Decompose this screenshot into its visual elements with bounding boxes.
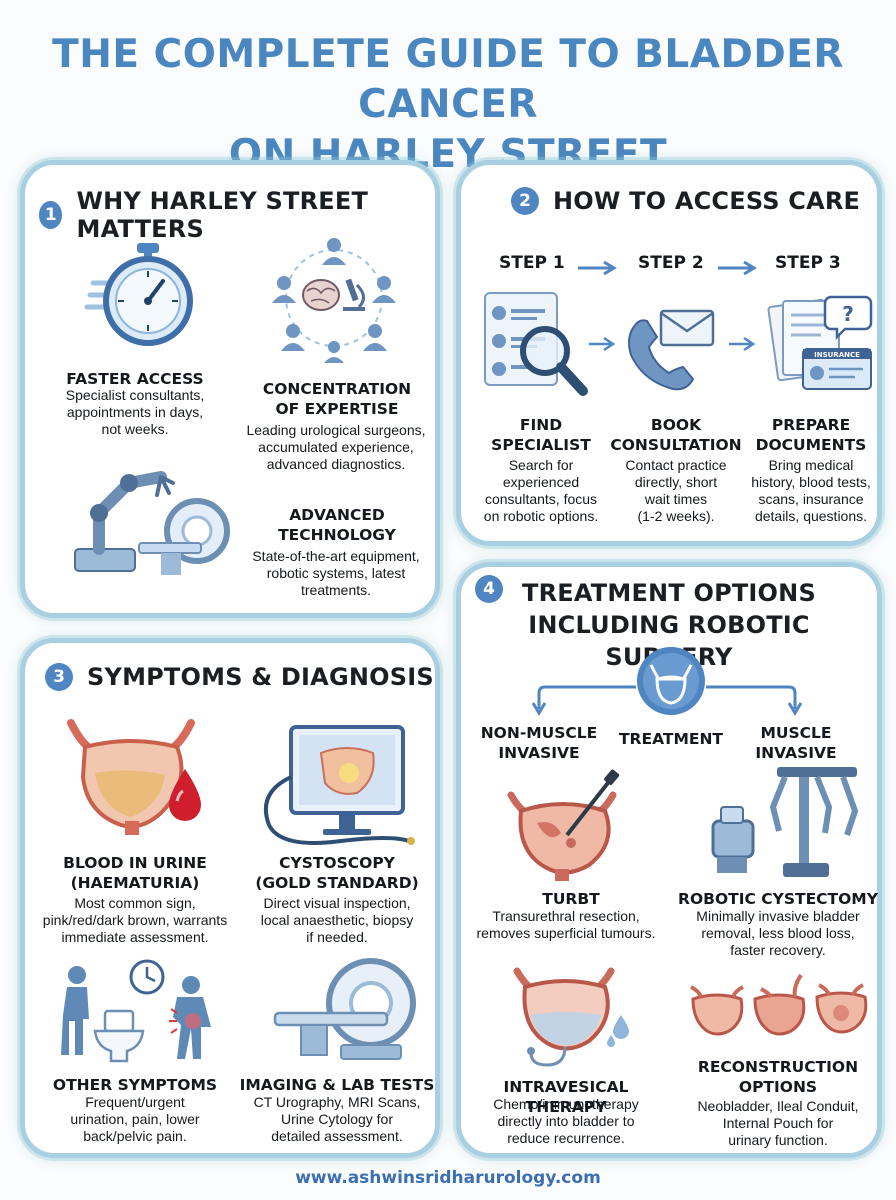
page-title: THE COMPLETE GUIDE TO BLADDER CANCER ON … [0, 30, 896, 180]
why-item-3-label: ADVANCED TECHNOLOGY [278, 506, 396, 544]
cystoscope-monitor-icon [263, 725, 415, 845]
section-header: 3 SYMPTOMS & DIAGNOSIS [45, 663, 434, 691]
treatment-branch-arrows [531, 647, 803, 716]
symptom-item-2-label: CYSTOSCOPY (GOLD STANDARD) [255, 854, 419, 892]
symptom-item-4-label: IMAGING & LAB TESTS [239, 1076, 435, 1094]
reconstruction-bladders-icon [690, 973, 868, 1036]
why-item-1-label: FASTER ACCESS [66, 370, 204, 388]
why-item-2-desc: Leading urological surgeons, accumulated… [246, 422, 426, 472]
section-treatment-options: 4 TREATMENT OPTIONS INCLUDING ROBOTIC SU… [456, 562, 882, 1158]
access-item-2-desc: Contact practice directly, short wait ti… [625, 457, 727, 524]
why-item-1-desc: Specialist consultants, appointments in … [65, 387, 205, 437]
access-item-3-label: PREPARE DOCUMENTS [755, 416, 867, 454]
treatment-item-3-desc: Chemo/immunotherapy directly into bladde… [493, 1096, 639, 1146]
symptom-item-1-desc: Most common sign, pink/red/dark brown, w… [42, 895, 228, 945]
section-symptoms-diagnosis: 3 SYMPTOMS & DIAGNOSIS BLOOD IN URINE (H… [20, 638, 440, 1158]
step-2-label: STEP 2 [638, 253, 704, 273]
treatment-item-1-label: TURBT [542, 890, 600, 908]
treatment-item-1-desc: Transurethral resection, removes superfi… [476, 908, 656, 941]
branch-muscle-invasive: MUSCLE INVASIVE [755, 724, 837, 762]
section-header: 1 WHY HARLEY STREET MATTERS [39, 187, 435, 243]
section-number-badge: 2 [511, 187, 539, 215]
access-item-1-label: FIND SPECIALIST [491, 416, 591, 454]
arrow-right-icon [589, 336, 616, 352]
phone-mail-icon [628, 309, 715, 391]
access-item-1-desc: Search for experienced consultants, focu… [483, 457, 599, 524]
symptom-item-3-label: OTHER SYMPTOMS [52, 1076, 218, 1094]
symptom-item-1-label: BLOOD IN URINE (HAEMATURIA) [63, 854, 207, 892]
branch-non-muscle-invasive: NON-MUSCLE INVASIVE [480, 724, 598, 762]
arrow-right-icon [729, 336, 756, 352]
section-title: SYMPTOMS & DIAGNOSIS [87, 663, 434, 691]
person-toilet-clock-icon [61, 959, 211, 1063]
documents-insurance-icon: ? INSURANCE [767, 295, 873, 390]
step-1-label: STEP 1 [499, 253, 565, 273]
step-3-label: STEP 3 [775, 253, 841, 273]
section-why-harley-street: 1 WHY HARLEY STREET MATTERS FASTER ACCES… [20, 160, 440, 618]
section-title: HOW TO ACCESS CARE [553, 187, 861, 215]
access-item-3-desc: Bring medical history, blood tests, scan… [751, 457, 871, 524]
treatment-item-3-label: INTRAVESICAL THERAPY [503, 1078, 629, 1116]
surgical-robot-icon [711, 767, 858, 877]
section-how-to-access-care: 2 HOW TO ACCESS CARE STEP 1 STEP 2 STEP … [456, 160, 882, 546]
symptom-item-3-desc: Frequent/urgent urination, pain, lower b… [70, 1094, 200, 1144]
profile-search-icon [484, 292, 588, 396]
section-title: WHY HARLEY STREET MATTERS [76, 187, 369, 243]
stopwatch-icon [84, 243, 193, 346]
treatment-item-2-label: ROBOTIC CYSTECTOMY [678, 890, 878, 908]
insurance-card-text: INSURANCE [814, 351, 860, 359]
treatment-item-4-label: RECONSTRUCTION OPTIONS [697, 1058, 859, 1096]
bladder-blood-drop-icon [67, 719, 201, 835]
expert-network-icon [272, 238, 396, 363]
svg-text:?: ? [842, 302, 854, 326]
treatment-item-4-desc: Neobladder, Ileal Conduit, Internal Pouc… [697, 1098, 859, 1148]
symptom-item-4-desc: CT Urography, MRI Scans, Urine Cytology … [253, 1094, 421, 1144]
bladder-resection-icon [507, 769, 620, 881]
arrow-right-icon [578, 260, 617, 276]
bladder-catheter-icon [513, 967, 629, 1067]
title-line-1: THE COMPLETE GUIDE TO BLADDER CANCER [52, 32, 844, 127]
symptom-item-2-desc: Direct visual inspection, local anaesthe… [260, 895, 414, 945]
access-item-2-label: BOOK CONSULTATION [610, 416, 742, 454]
arrow-right-icon [718, 260, 757, 276]
branch-treatment-center: TREATMENT [618, 730, 724, 748]
footer-website-link[interactable]: www.ashwinsridharurology.com [295, 1168, 601, 1188]
treatment-item-2-desc: Minimally invasive bladder removal, less… [696, 908, 860, 958]
section-number-badge: 4 [475, 575, 503, 603]
section-header: 2 HOW TO ACCESS CARE [511, 187, 860, 215]
why-item-2-label: CONCENTRATION OF EXPERTISE [262, 380, 412, 418]
robotic-arm-scanner-icon [74, 471, 230, 575]
why-item-3-desc: State-of-the-art equipment, robotic syst… [252, 548, 420, 598]
section-number-badge: 3 [45, 663, 73, 691]
ct-scanner-icon [273, 958, 416, 1060]
section-number-badge: 1 [39, 201, 63, 229]
